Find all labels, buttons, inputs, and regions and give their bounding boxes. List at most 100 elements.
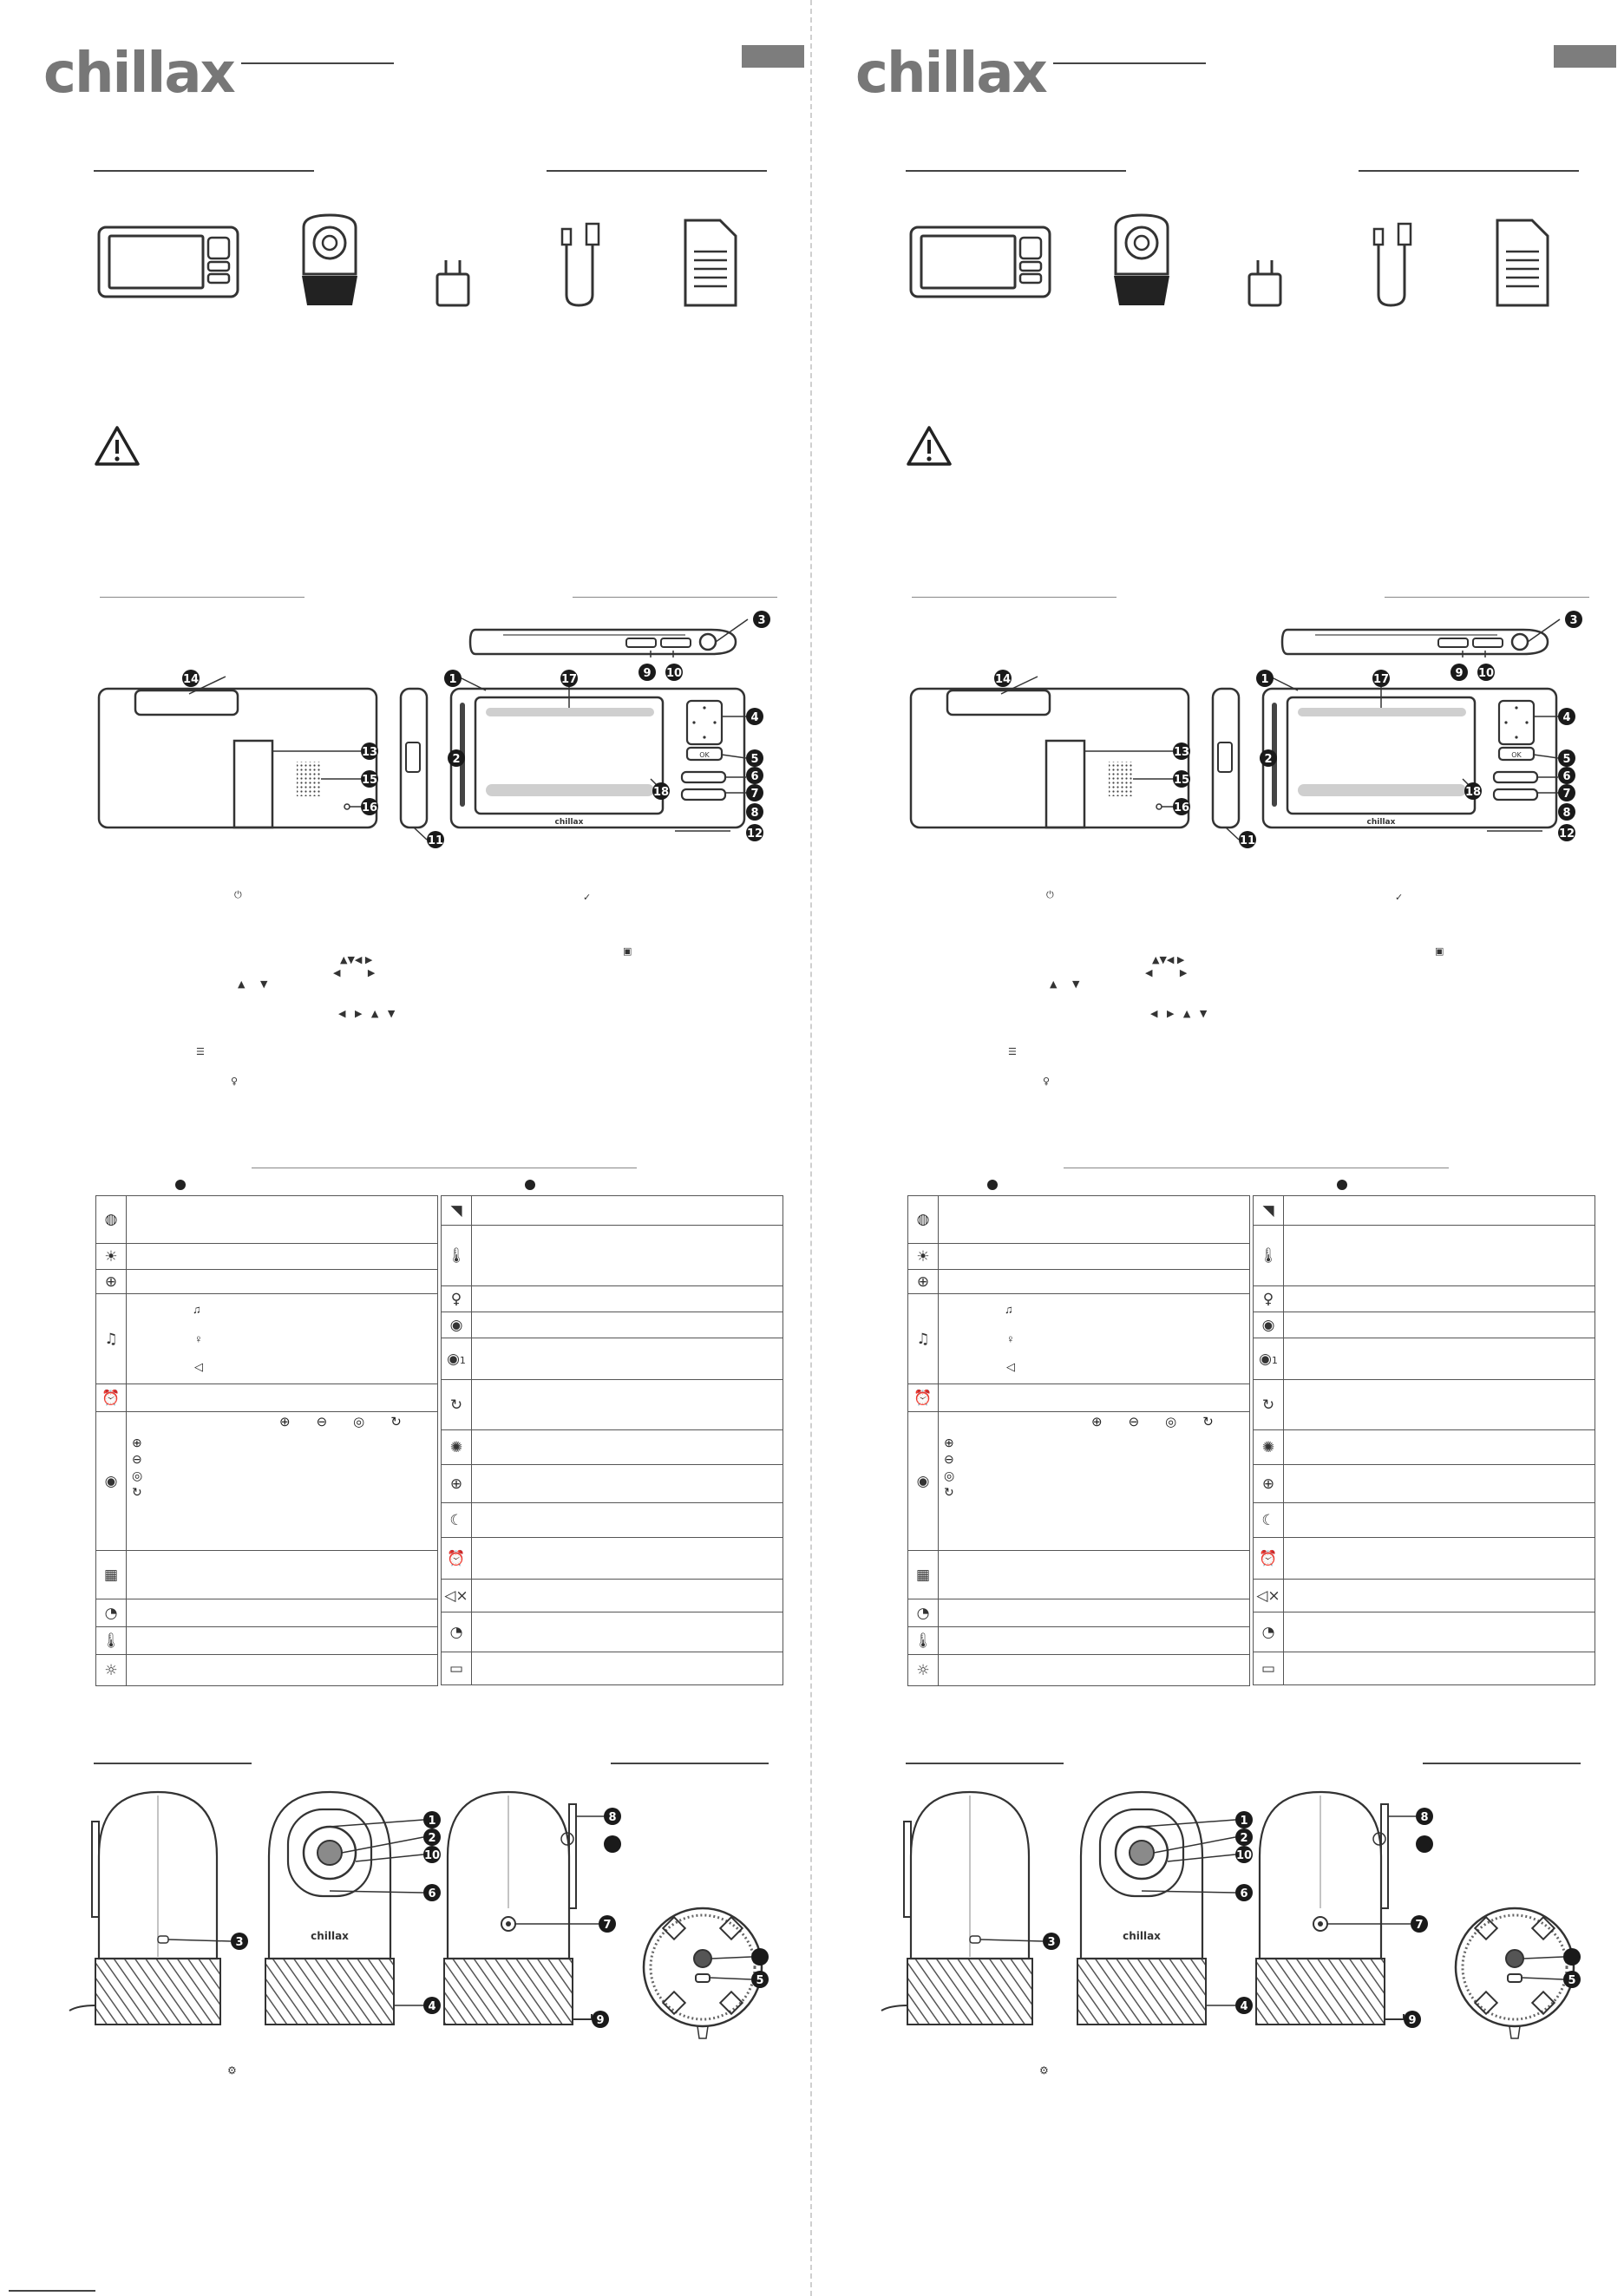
left-right-arrows-icon: ◀ ▶ <box>1145 967 1188 978</box>
callout-badge <box>751 1948 769 1966</box>
svg-text:10: 10 <box>424 1849 440 1862</box>
callout-badge: 5 <box>1558 749 1575 767</box>
power-icon: ⏻ <box>234 889 242 900</box>
brand-logo: chillax <box>855 42 1048 106</box>
svg-text:8: 8 <box>608 1811 616 1824</box>
timer-icon: ◔ <box>1253 1612 1284 1652</box>
monitor-top-view <box>468 618 749 657</box>
callout-badge: 10 <box>665 664 683 681</box>
callout-badge: 16 <box>1173 798 1190 815</box>
svg-text:13: 13 <box>362 746 377 759</box>
power-adapter-icon <box>435 260 470 307</box>
camera-rotate-icon: ↻ <box>1253 1379 1284 1430</box>
callout-badge: 6 <box>1558 767 1575 784</box>
callout-badge: 8 <box>1558 803 1575 821</box>
svg-text:2: 2 <box>1240 1832 1247 1845</box>
svg-text:6: 6 <box>428 1887 435 1900</box>
moon-icon: ☾ <box>441 1502 472 1538</box>
camera-one-icon: ◉1 <box>1253 1338 1284 1380</box>
svg-text:9: 9 <box>643 667 651 680</box>
warning-triangle-icon <box>907 426 952 466</box>
monitor-front-view: chillax OK <box>449 674 747 832</box>
signal-icon: ◥ <box>441 1195 472 1226</box>
microphone-icon: ♀ <box>1006 1332 1015 1345</box>
section-rule-camera-right <box>611 1763 769 1764</box>
callout-badge: 4 <box>423 1997 441 2014</box>
camera-front-view: chillax <box>1077 1790 1236 2025</box>
callout-badge: 12 <box>1558 824 1575 841</box>
svg-text:7: 7 <box>1415 1919 1423 1932</box>
svg-text:14: 14 <box>995 673 1011 686</box>
monitor-diagram: chillax OK 3 9 10 14 1 17 <box>97 611 770 848</box>
light-icon: ✺ <box>1253 1429 1284 1465</box>
callout-badge: 9 <box>592 2011 609 2028</box>
left-right-arrows-icon: ◀ ▶ <box>333 967 376 978</box>
music-note-icon: ♫ <box>193 1303 201 1316</box>
svg-text:1: 1 <box>449 673 456 686</box>
callout-badge <box>1563 1948 1581 1966</box>
callout-badge: 8 <box>604 1808 621 1825</box>
camera-front-view: chillax <box>265 1790 424 2025</box>
callout-badge: 1 <box>444 670 462 687</box>
svg-text:15: 15 <box>1174 774 1189 787</box>
alarm-clock-icon: ⏰ <box>907 1383 939 1412</box>
camera-one-icon: ◉1 <box>441 1338 472 1380</box>
language-tab <box>1554 45 1616 68</box>
callout-badge: 4 <box>1235 1997 1253 2014</box>
monitor-callouts: 3 9 10 14 1 17 4 13 2 5 15 6 7 18 16 8 1… <box>994 611 1582 848</box>
callout-badge: 18 <box>1464 782 1482 800</box>
callout-badge: 1 <box>1256 670 1274 687</box>
manual-document-icon <box>684 219 737 307</box>
microphone-icon: ♀ <box>441 1285 472 1312</box>
svg-text:18: 18 <box>653 786 669 799</box>
svg-text:12: 12 <box>1559 827 1575 841</box>
header-rule <box>241 62 394 64</box>
manual-panel-left: chillax <box>43 42 804 2077</box>
svg-text:2: 2 <box>1264 753 1272 766</box>
svg-text:3: 3 <box>757 614 765 627</box>
callout-badge: 5 <box>746 749 763 767</box>
camera-side-view-left <box>881 1790 1044 2025</box>
callout-badge: 3 <box>753 611 770 628</box>
svg-text:8: 8 <box>750 807 758 820</box>
svg-text:5: 5 <box>756 1974 763 1987</box>
section-rule-monitor <box>100 597 304 598</box>
timer-icon: ◔ <box>441 1612 472 1652</box>
svg-text:1: 1 <box>1240 1815 1247 1828</box>
monitor-front-view: chillax OK <box>1261 674 1559 832</box>
manual-document-icon <box>1496 219 1549 307</box>
camera-side-view-left <box>69 1790 232 2025</box>
icon-table-right: ◥ 🌡 ♀ ◉ ◉1 ↻ ✺ ⊕ ☾ ⏰ ◁× ◔ ▭ <box>441 1195 783 1685</box>
camera-callouts: 3 1 2 10 6 4 8 7 5 9 <box>1043 1808 1581 2028</box>
svg-text:8: 8 <box>1562 807 1570 820</box>
callout-badge: 4 <box>1558 708 1575 725</box>
callout-badge: 16 <box>361 798 378 815</box>
svg-text:5: 5 <box>750 753 758 766</box>
monitor-product-icon <box>909 226 1051 298</box>
section-rule-contents <box>906 170 1126 172</box>
brightness-icon: ☀ <box>95 1243 127 1270</box>
svg-text:14: 14 <box>183 673 199 686</box>
svg-text:11: 11 <box>428 834 443 847</box>
camera-option-icons-row: ⊕⊖◎↻ <box>279 1415 428 1429</box>
callout-badge: 5 <box>751 1971 769 1988</box>
svg-text:6: 6 <box>1240 1887 1247 1900</box>
svg-text:2: 2 <box>452 753 460 766</box>
talk-icon: ✓ <box>1395 892 1404 903</box>
zoom-in-icon: ⊕ <box>441 1464 472 1503</box>
svg-text:9: 9 <box>1408 2014 1416 2027</box>
icon-table-right: ◥ 🌡 ♀ ◉ ◉1 ↻ ✺ ⊕ ☾ ⏰ ◁× ◔ ▭ <box>1253 1195 1595 1685</box>
callout-badge: 4 <box>746 708 763 725</box>
mute-icon: ◁× <box>441 1579 472 1612</box>
callout-badge: 9 <box>1450 664 1468 681</box>
callout-badge: 2 <box>1235 1828 1253 1846</box>
alarm-clock-icon: ⏰ <box>1253 1537 1284 1580</box>
section-rule-contents <box>94 170 314 172</box>
warning-triangle-icon <box>95 426 140 466</box>
svg-text:12: 12 <box>747 827 763 841</box>
monitor-top-view <box>1280 618 1561 657</box>
callout-badge: 12 <box>746 824 763 841</box>
svg-text:7: 7 <box>603 1919 611 1932</box>
camera-product-icon <box>302 213 357 305</box>
brand-logo: chillax <box>43 42 236 106</box>
